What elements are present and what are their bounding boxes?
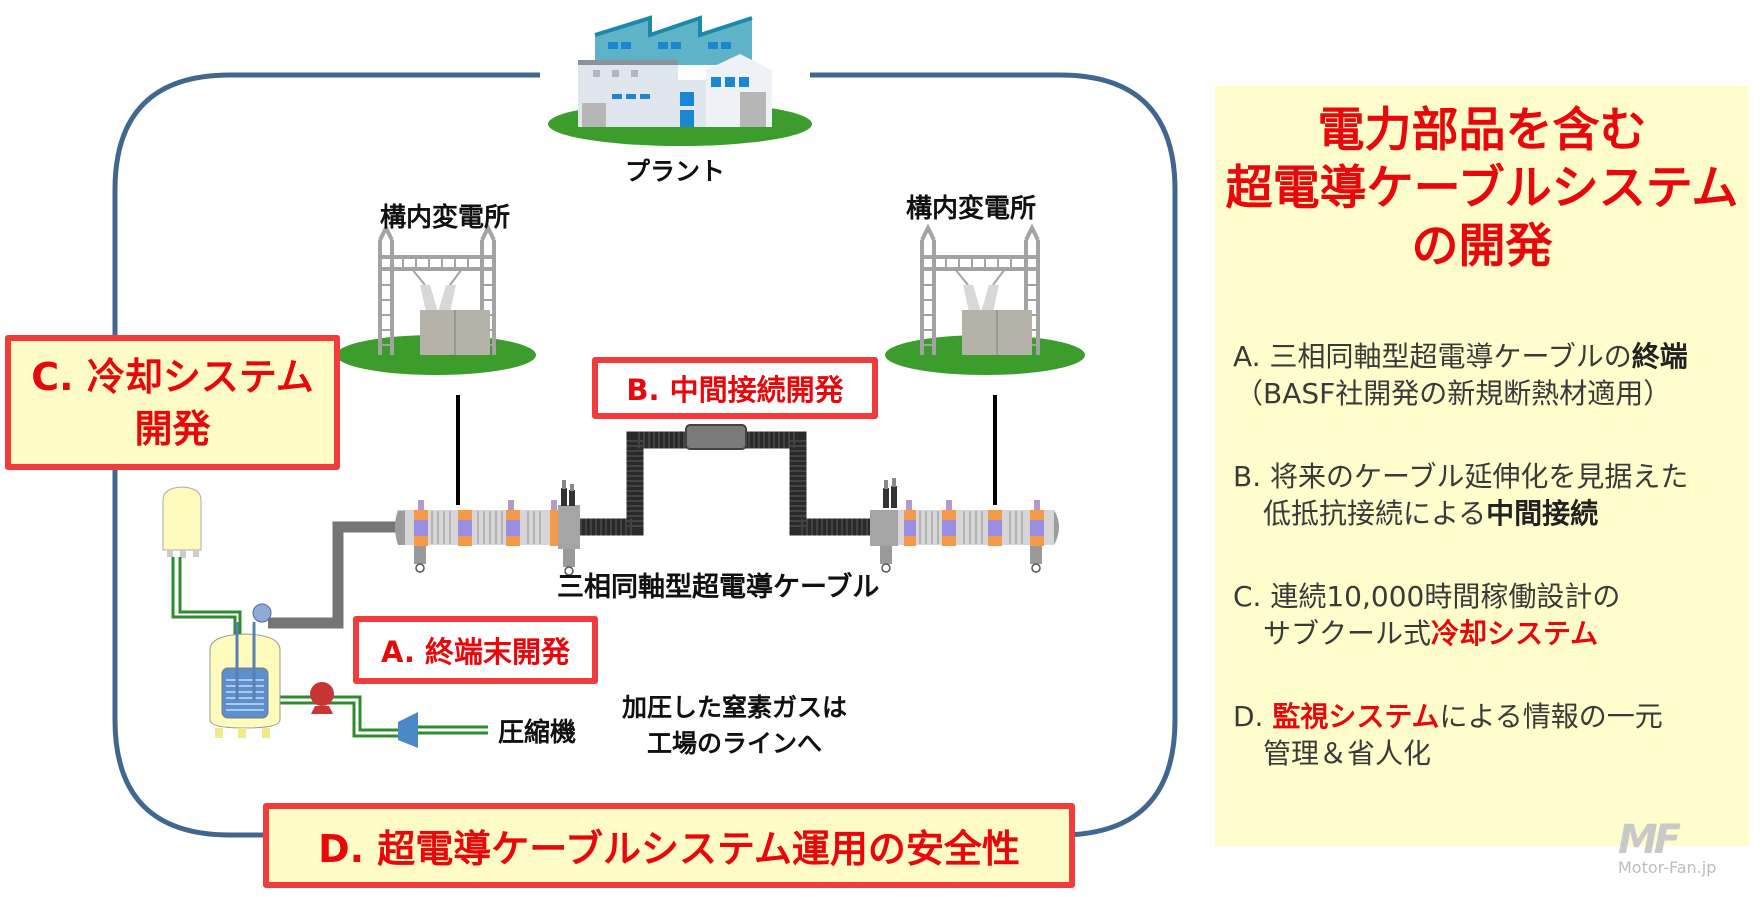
coolant-pipe [268, 521, 398, 629]
panel-item-a: A. 三相同軸型超電導ケーブルの終端 （BASF社開発の新規断熱材適用） [1233, 338, 1688, 412]
callout-c-line2: 開発 [134, 406, 211, 451]
plant-icon [548, 15, 812, 146]
cable-label: 三相同軸型超電導ケーブル [557, 572, 880, 603]
watermark-logo-icon: MF [1618, 817, 1681, 863]
substation-left-label: 構内変電所 [380, 203, 511, 233]
subcooler-vessel-icon [209, 622, 281, 738]
callout-c-cooling-system: C. 冷却システム 開発 [5, 335, 340, 470]
panel-title-line2: 超電導ケーブルシステム [1225, 161, 1739, 216]
panel-item-a-text: A. 三相同軸型超電導ケーブルの [1233, 340, 1632, 373]
callout-c-line1: C. 冷却システム [31, 354, 314, 399]
substation-right-label: 構内変電所 [906, 194, 1037, 224]
panel-title-line1: 電力部品を含む [1317, 103, 1647, 158]
nitrogen-note-line2: 工場のラインへ [647, 729, 823, 758]
panel-item-d: D. 監視システムによる情報の一元 管理＆省人化 [1233, 698, 1663, 772]
panel-item-d-prefix: D. [1233, 700, 1273, 733]
panel-item-b-detail: 低抵抗接続による [1263, 497, 1487, 530]
watermark-text: Motor-Fan.jp [1618, 858, 1717, 877]
development-summary-panel: 電力部品を含む 超電導ケーブルシステム の開発 A. 三相同軸型超電導ケーブルの… [1215, 86, 1749, 846]
plant-label: プラント [625, 157, 726, 186]
storage-tank-icon [162, 486, 202, 558]
flexible-cable [580, 431, 870, 536]
callout-d-safety: D. 超電導ケーブルシステム運用の安全性 [263, 803, 1075, 888]
panel-item-d-highlight: 監視システム [1272, 700, 1440, 733]
panel-item-b: B. 将来のケーブル延伸化を見据えた 低抵抗接続による中間接続 [1233, 458, 1688, 532]
substation-left-icon [336, 223, 536, 505]
panel-item-d-text: による情報の一元 [1439, 700, 1663, 733]
termination-left-icon [395, 480, 580, 576]
panel-item-b-highlight: 中間接続 [1486, 497, 1599, 530]
pump-icon [310, 682, 334, 706]
panel-item-a-detail: （BASF社開発の新規断熱材適用） [1235, 377, 1672, 410]
panel-item-a-highlight: 終端 [1631, 340, 1688, 373]
panel-item-c-text: C. 連続10,000時間稼働設計の [1233, 580, 1621, 613]
panel-item-c: C. 連続10,000時間稼働設計の サブクール式冷却システム [1233, 578, 1620, 652]
compressor-icon [398, 712, 418, 748]
nitrogen-note-line1: 加圧した窒素ガスは [622, 693, 848, 722]
watermark: MF Motor-Fan.jp [1618, 820, 1716, 877]
nitrogen-note: 加圧した窒素ガスは 工場のラインへ [622, 690, 847, 762]
intermediate-joint-icon [685, 424, 747, 450]
panel-item-b-text: B. 将来のケーブル延伸化を見据えた [1233, 460, 1689, 493]
panel-item-c-highlight: 冷却システム [1431, 617, 1599, 650]
callout-b-intermediate-joint: B. 中間接続開発 [592, 357, 878, 419]
panel-item-d-detail: 管理＆省人化 [1263, 737, 1432, 770]
panel-title: 電力部品を含む 超電導ケーブルシステム の開発 [1215, 102, 1749, 276]
substation-right-icon [885, 223, 1085, 505]
valve-icon [252, 603, 272, 623]
compressor-label: 圧縮機 [498, 718, 577, 748]
panel-item-c-detail: サブクール式 [1263, 617, 1432, 650]
callout-a-termination: A. 終端末開発 [353, 616, 598, 684]
panel-title-line3: の開発 [1411, 219, 1553, 274]
termination-right-icon [870, 478, 1059, 573]
